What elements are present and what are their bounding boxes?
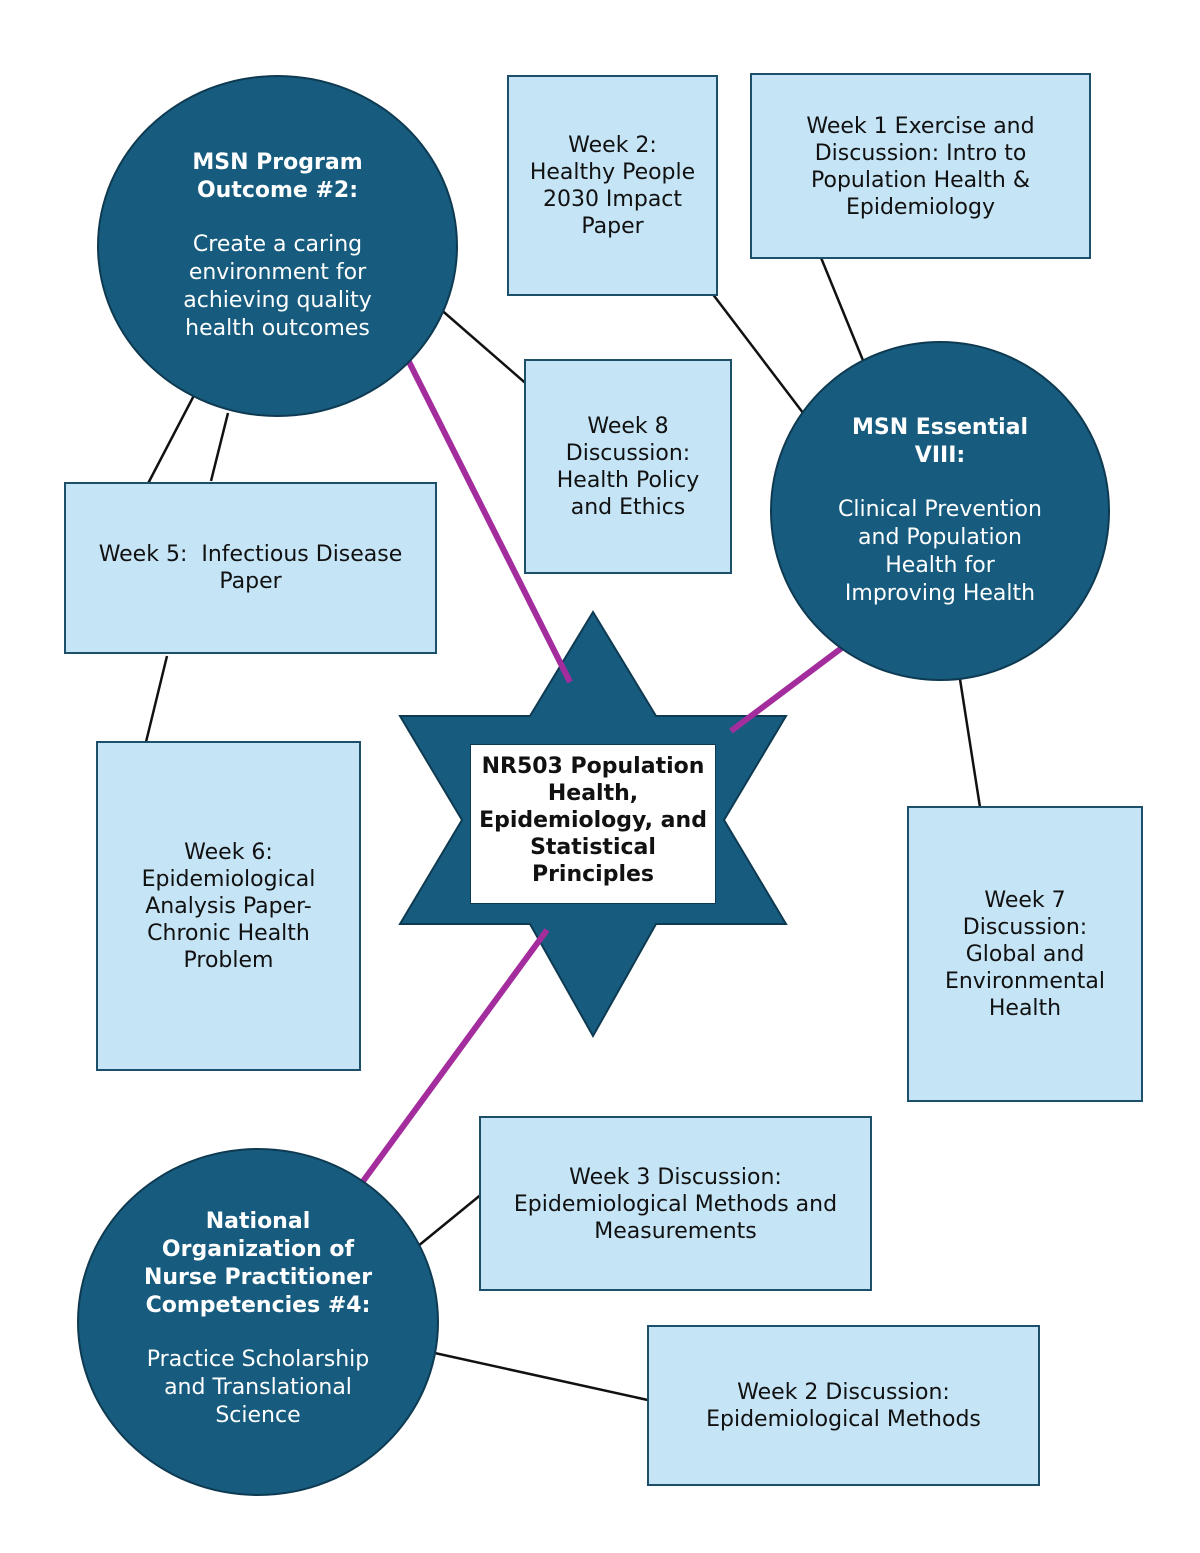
week2-discussion-box: Week 2 Discussion: Epidemiological Metho… xyxy=(647,1325,1040,1486)
week2-discussion-text: Week 2 Discussion: Epidemiological Metho… xyxy=(706,1380,981,1432)
course-title: NR503 Population Health, Epidemiology, a… xyxy=(470,744,716,904)
essential-title: MSN Essential VIII: xyxy=(851,415,1029,468)
week8-text: Week 8 Discussion: Health Policy and Eth… xyxy=(556,413,700,520)
week5-box: Week 5: Infectious Disease Paper xyxy=(64,482,437,654)
program-outcome-title: MSN Program Outcome #2: xyxy=(192,150,363,203)
connector-center-nonpf xyxy=(358,928,550,1186)
connector-center-program xyxy=(397,342,573,684)
connector-program-week8 xyxy=(437,306,539,395)
week5-text: Week 5: Infectious Disease Paper xyxy=(98,542,410,594)
program-outcome-circle: MSN Program Outcome #2: Create a caring … xyxy=(97,75,458,417)
nonpf-circle: National Organization of Nurse Practitio… xyxy=(77,1148,439,1496)
week7-text: Week 7 Discussion: Global and Environmen… xyxy=(944,887,1106,1021)
week3-box: Week 3 Discussion: Epidemiological Metho… xyxy=(479,1116,872,1291)
connector-essential-week2 xyxy=(698,275,817,431)
week7-box: Week 7 Discussion: Global and Environmen… xyxy=(907,806,1143,1102)
connector-program-week5-a xyxy=(139,379,204,498)
connector-center-essential xyxy=(729,638,853,734)
essential-body: Clinical Prevention and Population Healt… xyxy=(838,497,1042,606)
course-title-text: NR503 Population Health, Epidemiology, a… xyxy=(479,754,707,887)
week3-text: Week 3 Discussion: Epidemiological Metho… xyxy=(513,1165,838,1244)
connector-program-week5-b xyxy=(209,412,230,482)
week1-box: Week 1 Exercise and Discussion: Intro to… xyxy=(750,73,1091,259)
connector-essential-week1 xyxy=(813,242,873,381)
week2-paper-text: Week 2: Healthy People 2030 Impact Paper xyxy=(529,132,696,239)
week1-text: Week 1 Exercise and Discussion: Intro to… xyxy=(806,114,1035,220)
week6-box: Week 6: Epidemiological Analysis Paper- … xyxy=(96,741,361,1071)
week2-paper-box: Week 2: Healthy People 2030 Impact Paper xyxy=(507,75,718,296)
nonpf-title: National Organization of Nurse Practitio… xyxy=(143,1209,373,1318)
nonpf-body: Practice Scholarship and Translational S… xyxy=(146,1347,370,1428)
program-outcome-body: Create a caring environment for achievin… xyxy=(183,232,372,341)
connector-nonpf-week2 xyxy=(411,1346,667,1406)
connector-essential-week7 xyxy=(955,659,984,821)
week8-box: Week 8 Discussion: Health Policy and Eth… xyxy=(524,359,732,574)
week6-text: Week 6: Epidemiological Analysis Paper- … xyxy=(141,839,316,973)
essential-circle: MSN Essential VIII: Clinical Prevention … xyxy=(770,341,1110,681)
connector-week5-week6 xyxy=(144,655,169,743)
